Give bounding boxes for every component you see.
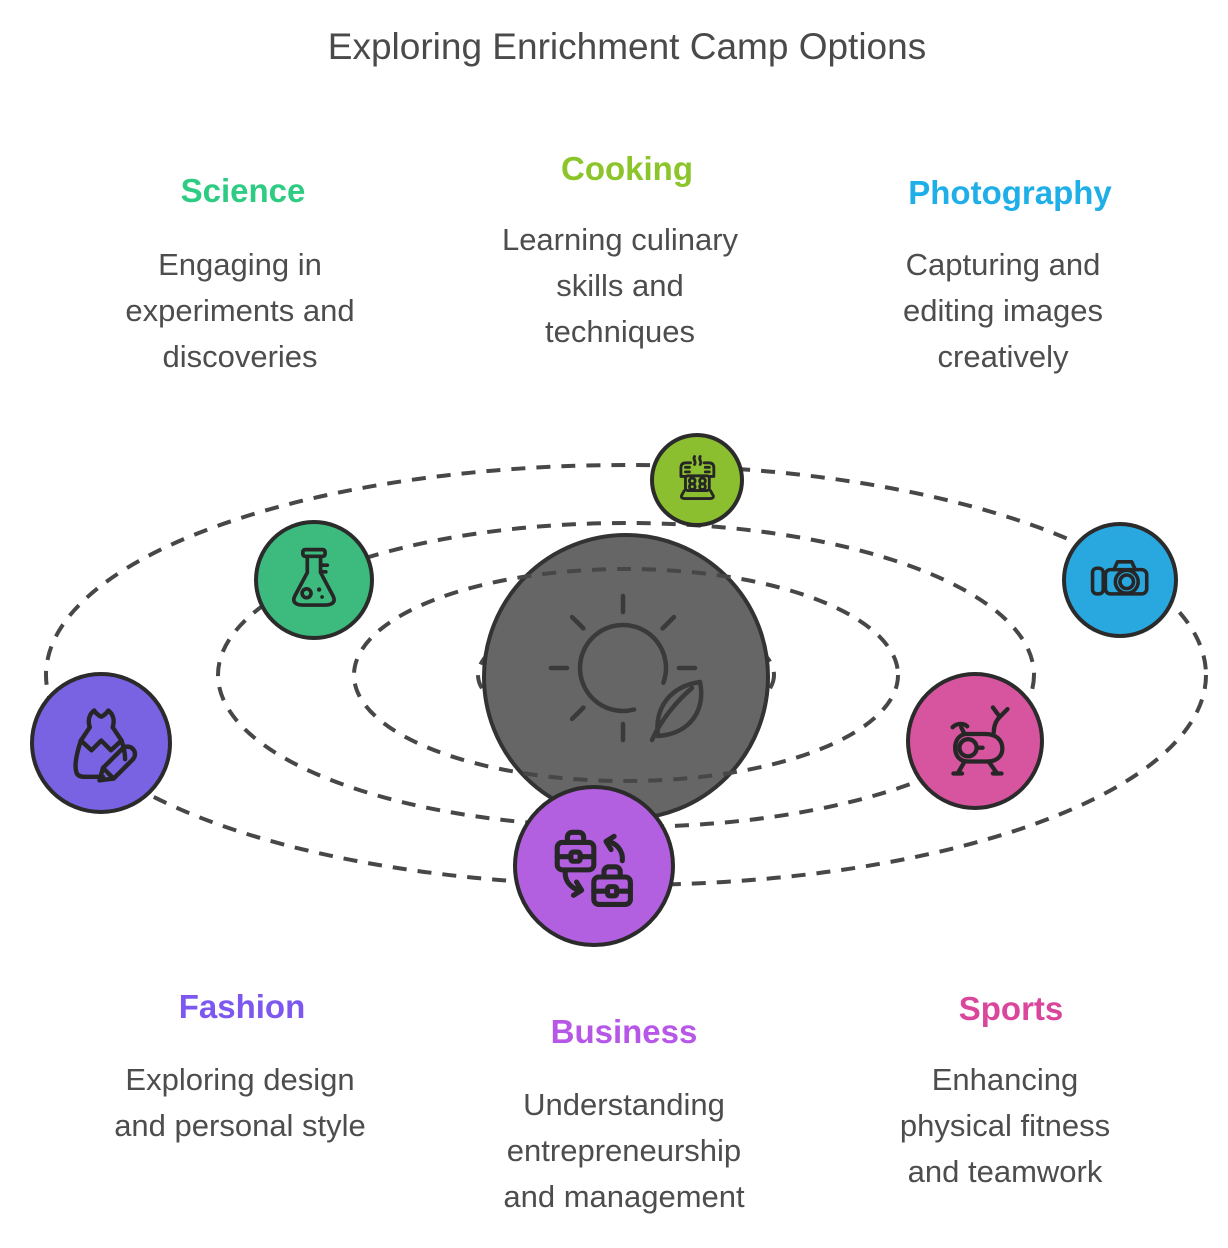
diagram-title: Exploring Enrichment Camp Options	[327, 26, 927, 67]
photography-circle	[1062, 522, 1178, 638]
sun-leaf-icon	[548, 593, 704, 743]
category-label-cooking: Cooking	[561, 150, 693, 187]
category-label-science: Science	[180, 172, 306, 209]
category-description-sports: Enhancing physical fitness and teamwork	[899, 1062, 1111, 1189]
category-description-photography: Capturing and editing images creatively	[903, 247, 1103, 374]
category-label-fashion: Fashion	[178, 988, 306, 1025]
exercise-bike-icon	[950, 705, 1010, 776]
category-description-cooking: Learning culinary skills and techniques	[501, 222, 739, 349]
cooking-circle	[650, 433, 744, 527]
business-circle	[513, 785, 675, 947]
category-description-fashion: Exploring design and personal style	[114, 1062, 366, 1143]
science-circle	[254, 520, 374, 640]
camera-icon	[1091, 560, 1149, 597]
category-label-photography: Photography	[908, 174, 1112, 211]
flask-icon	[292, 547, 336, 607]
category-description-science: Engaging in experiments and discoveries	[125, 247, 355, 374]
fashion-circle	[30, 672, 172, 814]
category-description-business: Understanding entrepreneurship and manag…	[503, 1087, 745, 1214]
sports-circle	[906, 672, 1044, 810]
orbit-ring-third	[352, 567, 900, 783]
oven-tray-icon	[679, 454, 715, 500]
briefcase-swap-icon	[554, 829, 634, 908]
category-label-sports: Sports	[958, 990, 1064, 1027]
dress-pencil-icon	[73, 708, 137, 783]
category-label-business: Business	[550, 1013, 698, 1050]
